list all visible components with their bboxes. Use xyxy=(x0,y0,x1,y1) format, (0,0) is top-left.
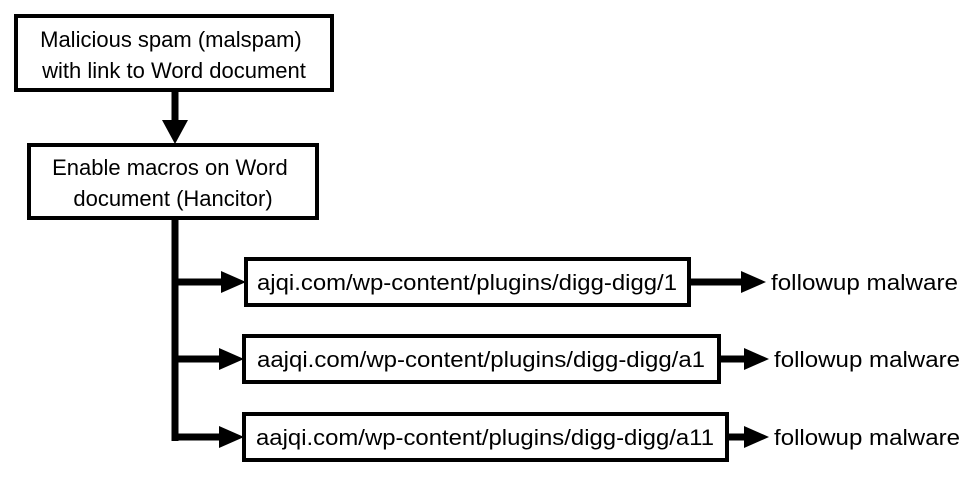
connectors xyxy=(162,89,769,448)
node-url3: aajqi.com/wp-content/plugins/digg-digg/a… xyxy=(242,412,729,462)
node-macros: Enable macros on Word document (Hancitor… xyxy=(27,143,319,220)
arrowhead-right-icon xyxy=(221,271,246,293)
arrowhead-right-icon xyxy=(219,426,244,448)
node-url3-label: aajqi.com/wp-content/plugins/digg-digg/a… xyxy=(256,425,714,450)
svg-text:Malicious spam (malspam): Malicious spam (malspam) with link to Wo… xyxy=(40,27,308,83)
node-malspam-line-2: with link to Word document xyxy=(41,58,306,83)
svg-text:Enable macros on Word do: Enable macros on Word document (Hancitor… xyxy=(52,155,294,211)
node-macros-line-2: document (Hancitor) xyxy=(73,186,272,211)
node-url2-box xyxy=(242,334,721,384)
arrowhead-right-icon xyxy=(741,271,766,293)
node-url2: aajqi.com/wp-content/plugins/digg-digg/a… xyxy=(242,334,721,384)
arrowhead-right-icon xyxy=(219,348,244,370)
node-url3-box xyxy=(242,412,729,462)
arrowhead-down-icon xyxy=(162,120,188,144)
arrowhead-right-icon xyxy=(744,348,769,370)
outcome-2-label: followup malware xyxy=(774,347,960,372)
node-macros-line-1: Enable macros on Word xyxy=(52,155,288,180)
node-malspam-box xyxy=(14,14,334,92)
node-url1-box xyxy=(244,257,691,307)
node-malspam-line-1: Malicious spam (malspam) xyxy=(40,27,302,52)
node-url1-label: ajqi.com/wp-content/plugins/digg-digg/1 xyxy=(257,270,677,295)
outcome-1-label: followup malware xyxy=(771,270,958,295)
node-macros-box xyxy=(27,143,319,220)
node-url1: ajqi.com/wp-content/plugins/digg-digg/1 xyxy=(244,257,691,307)
arrowhead-right-icon xyxy=(744,426,769,448)
outcome-3-label: followup malware xyxy=(774,425,960,450)
node-malspam: Malicious spam (malspam) with link to Wo… xyxy=(14,14,334,92)
node-url2-label: aajqi.com/wp-content/plugins/digg-digg/a… xyxy=(257,347,705,372)
